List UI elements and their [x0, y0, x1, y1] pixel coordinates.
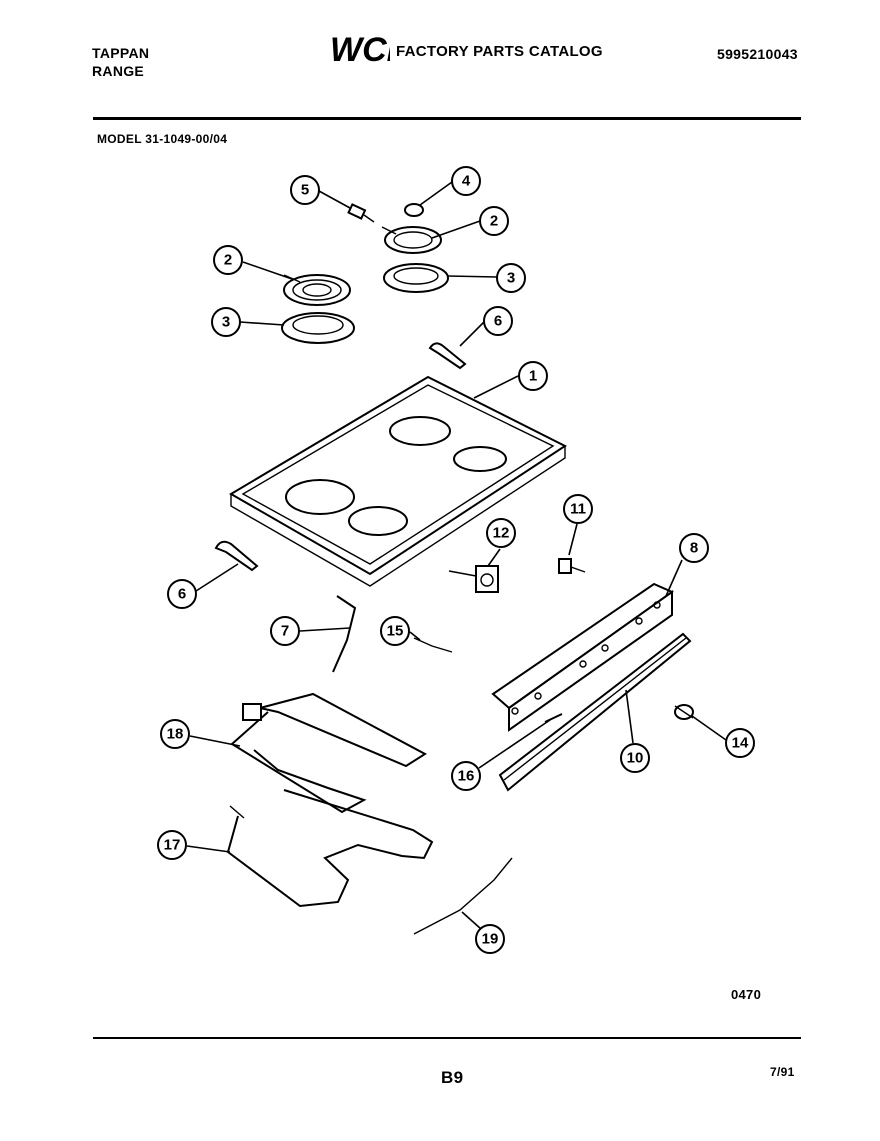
callout-2-right: 2	[479, 206, 509, 236]
brand-name: TAPPAN	[92, 45, 150, 61]
footer-divider	[93, 1037, 801, 1039]
infinite-switch-part	[448, 565, 499, 593]
drip-bowl-left	[281, 312, 355, 344]
terminal-part	[413, 637, 453, 653]
terminal-block-part	[347, 203, 375, 223]
svg-text:18: 18	[167, 726, 184, 743]
surface-element-right	[381, 226, 442, 254]
svg-text:5: 5	[301, 182, 309, 199]
svg-text:12: 12	[493, 525, 510, 542]
svg-text:11: 11	[570, 501, 586, 518]
wci-logo: WCI	[330, 31, 390, 68]
bake-element-part	[226, 789, 434, 908]
svg-text:7: 7	[281, 623, 289, 640]
svg-text:2: 2	[490, 213, 498, 230]
cooktop-part	[229, 375, 567, 587]
trim-strip-part	[498, 632, 692, 792]
bracket-upper	[428, 342, 467, 370]
receptacle-cap-part	[404, 203, 424, 217]
surface-element-left	[283, 274, 351, 306]
callout-12: 12	[486, 518, 516, 548]
diagram-code: 0470	[731, 987, 762, 1002]
knob-part	[674, 704, 694, 720]
wire-part	[413, 857, 513, 935]
callout-10: 10	[620, 743, 650, 773]
callout-2-left: 2	[213, 245, 243, 275]
svg-text:17: 17	[164, 837, 181, 854]
callout-14: 14	[725, 728, 755, 758]
callout-11: 11	[563, 494, 593, 524]
svg-text:14: 14	[732, 735, 749, 752]
revision-date: 7/91	[770, 1065, 795, 1079]
svg-text:16: 16	[458, 768, 475, 785]
callout-7: 7	[270, 616, 300, 646]
wire-harness-part	[332, 595, 357, 673]
callout-4: 4	[451, 166, 481, 196]
callout-18: 18	[160, 719, 190, 749]
callout-3-right: 3	[496, 263, 526, 293]
catalog-title: FACTORY PARTS CATALOG	[396, 43, 603, 60]
control-panel-part	[491, 582, 675, 732]
bracket-lower	[214, 540, 259, 572]
broil-element-part	[230, 692, 427, 814]
callout-17: 17	[157, 830, 187, 860]
product-type: RANGE	[92, 63, 145, 79]
logo-text: WCI	[330, 31, 390, 68]
leader-lines	[186, 181, 727, 930]
svg-text:3: 3	[222, 314, 230, 331]
drip-bowl-right	[383, 263, 449, 293]
svg-text:3: 3	[507, 270, 515, 287]
model-number: MODEL 31-1049-00/04	[97, 132, 228, 146]
indicator-light-part	[558, 558, 586, 574]
svg-text:15: 15	[387, 623, 404, 640]
page-number: B9	[441, 1068, 464, 1087]
callout-6-upper: 6	[483, 306, 513, 336]
brand-block: TAPPAN RANGE	[92, 44, 149, 80]
svg-text:8: 8	[690, 540, 698, 557]
svg-text:1: 1	[529, 368, 537, 385]
svg-text:4: 4	[462, 173, 471, 190]
callout-6-lower: 6	[167, 579, 197, 609]
svg-text:6: 6	[494, 313, 502, 330]
svg-text:6: 6	[178, 586, 186, 603]
callout-3-left: 3	[211, 307, 241, 337]
svg-text:2: 2	[224, 252, 232, 269]
callout-15: 15	[380, 616, 410, 646]
catalog-part-number: 5995210043	[717, 46, 798, 62]
svg-text:19: 19	[482, 931, 499, 948]
header-divider	[93, 117, 801, 120]
callout-5: 5	[290, 175, 320, 205]
callout-19: 19	[475, 924, 505, 954]
callout-16: 16	[451, 761, 481, 791]
callout-1: 1	[518, 361, 548, 391]
svg-text:10: 10	[627, 750, 644, 767]
callout-8: 8	[679, 533, 709, 563]
